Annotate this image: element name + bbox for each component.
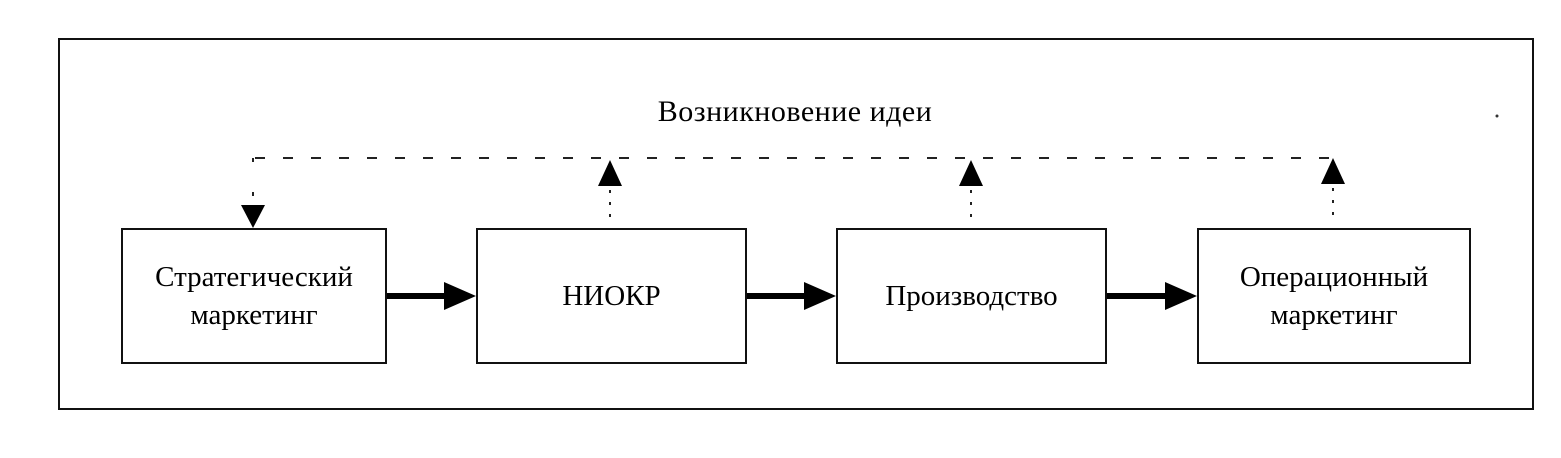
arrowhead-up-rnd — [598, 160, 622, 186]
print-speck — [1495, 114, 1499, 118]
arrowhead-up-production — [959, 160, 983, 186]
flow-arrow-3-head — [1165, 282, 1197, 310]
arrowhead-up-operational — [1321, 158, 1345, 184]
box-strategic-marketing: Стратегический маркетинг — [121, 228, 387, 364]
outer-frame — [58, 38, 1534, 410]
box-strategic-marketing-label: Стратегический маркетинг — [155, 261, 353, 331]
idea-generation-label: Возникновение идеи — [657, 95, 933, 128]
box-operational-marketing: Операционный маркетинг — [1197, 228, 1471, 364]
box-rnd: НИОКР — [476, 228, 747, 364]
flow-arrow-1-head — [444, 282, 476, 310]
box-production: Производство — [836, 228, 1107, 364]
box-production-label: Производство — [885, 280, 1058, 312]
flow-arrow-2-head — [804, 282, 836, 310]
arrowhead-down-strategic — [241, 205, 265, 228]
box-operational-marketing-label: Операционный маркетинг — [1239, 261, 1429, 331]
box-rnd-label: НИОКР — [562, 280, 661, 312]
